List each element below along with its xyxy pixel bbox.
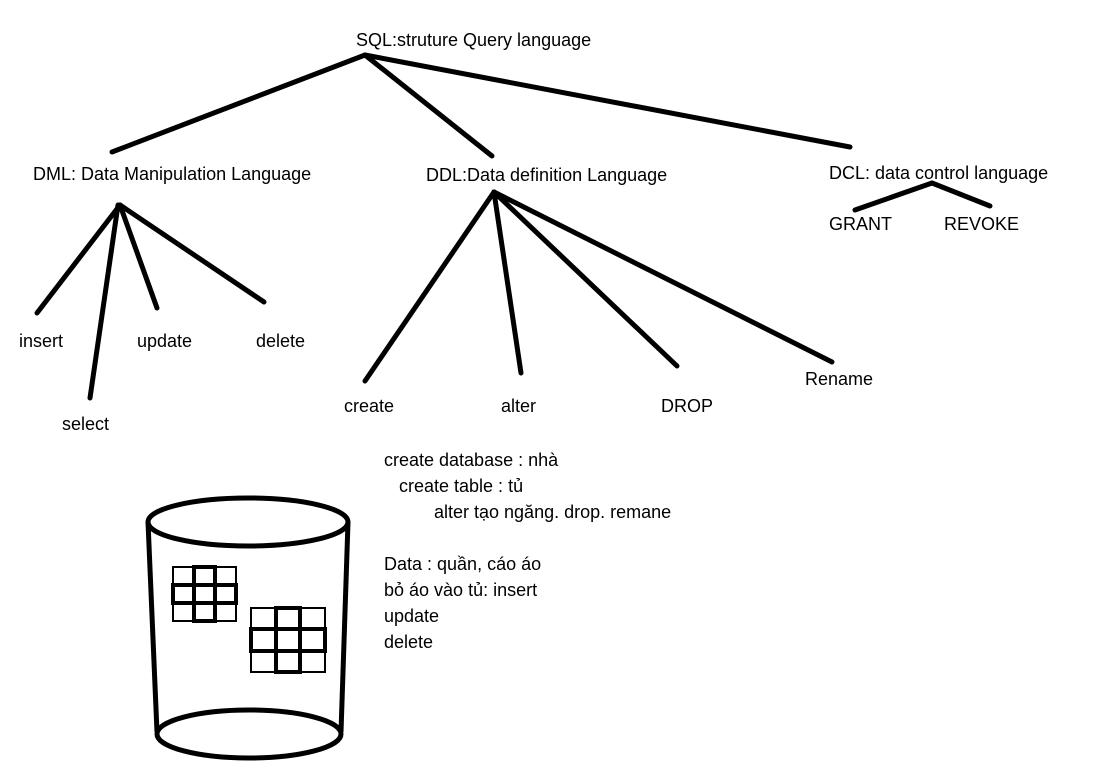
note-line: Data : quần, cáo áo (384, 554, 542, 574)
edge-ddl-rename (491, 189, 835, 365)
edge-dcl-grant (852, 180, 935, 213)
edge-dml-delete (117, 202, 267, 305)
note-line: alter tạo ngăng. drop. remane (434, 502, 672, 522)
edge-dml-insert (34, 202, 123, 316)
edge-ddl-alter (491, 189, 524, 376)
ddl-node-label: DDL:Data definition Language (426, 165, 668, 185)
database-cylinder-icon (145, 495, 351, 761)
edge-dml-select (87, 202, 121, 401)
note-line: create table : tủ (399, 476, 524, 496)
note-line: update (384, 606, 440, 626)
edge-root-dml (109, 52, 368, 155)
root-node-label: SQL:struture Query language (356, 30, 592, 50)
table-grid-icon (171, 565, 238, 623)
table-grid-icon (249, 606, 327, 674)
edge-dml-update (117, 202, 160, 311)
edge-root-dcl (362, 52, 853, 150)
dml-select-label: select (62, 414, 110, 434)
dml-delete-label: delete (256, 331, 306, 351)
note-line: bỏ áo vào tủ: insert (384, 580, 538, 600)
edge-dcl-revoke (929, 180, 993, 209)
dml-update-label: update (137, 331, 193, 351)
ddl-drop-label: DROP (661, 396, 714, 416)
edge-ddl-drop (491, 189, 680, 369)
ddl-rename-label: Rename (805, 369, 874, 389)
dml-node-label: DML: Data Manipulation Language (33, 164, 312, 184)
edge-root-ddl (362, 52, 495, 159)
ddl-alter-label: alter (501, 396, 537, 416)
note-line: create database : nhà (384, 450, 559, 470)
dcl-node-label: DCL: data control language (829, 163, 1049, 183)
dcl-grant-label: GRANT (829, 214, 892, 234)
dml-insert-label: insert (19, 331, 64, 351)
dcl-revoke-label: REVOKE (944, 214, 1020, 234)
ddl-create-label: create (344, 396, 395, 416)
note-line: delete (384, 632, 434, 652)
edge-ddl-create (362, 189, 497, 384)
